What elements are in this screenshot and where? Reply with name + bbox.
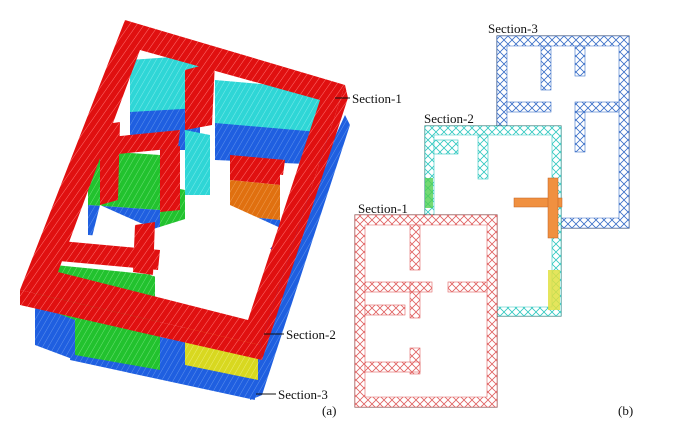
panel-a-model bbox=[20, 20, 350, 400]
blue-wall-2 bbox=[215, 123, 330, 165]
red-partition-6 bbox=[48, 240, 160, 270]
cyan-wall-1 bbox=[130, 55, 200, 115]
panel-b-section-3-label: Section-3 bbox=[488, 21, 538, 36]
panel-a-label: (a) bbox=[322, 403, 337, 418]
red-top-right-face bbox=[260, 85, 348, 360]
red-partition-5 bbox=[230, 155, 285, 175]
panel-b-section-1-label: Section-1 bbox=[358, 201, 408, 216]
toolpath-section-3 bbox=[496, 35, 630, 229]
red-partition-4 bbox=[160, 146, 180, 212]
red-top-frame bbox=[20, 20, 345, 345]
floor-opening bbox=[150, 205, 285, 300]
red-partition-1 bbox=[185, 62, 215, 130]
orange-wall bbox=[230, 180, 280, 220]
red-partition-3 bbox=[100, 122, 120, 205]
panel-b-section-2-label: Section-2 bbox=[424, 111, 474, 126]
red-top-front-face bbox=[20, 290, 262, 360]
red-partition-7 bbox=[133, 222, 155, 275]
cyan-wall-3 bbox=[185, 130, 210, 195]
panel-a-section-1-label: Section-1 bbox=[352, 91, 402, 106]
panel-a-section-3-label: Section-3 bbox=[278, 387, 328, 402]
panel-b-label: (b) bbox=[618, 403, 634, 418]
toolpath-section-1 bbox=[354, 214, 498, 408]
panel-a-section-2-label: Section-2 bbox=[286, 327, 336, 342]
blue-layer-right bbox=[250, 115, 350, 400]
